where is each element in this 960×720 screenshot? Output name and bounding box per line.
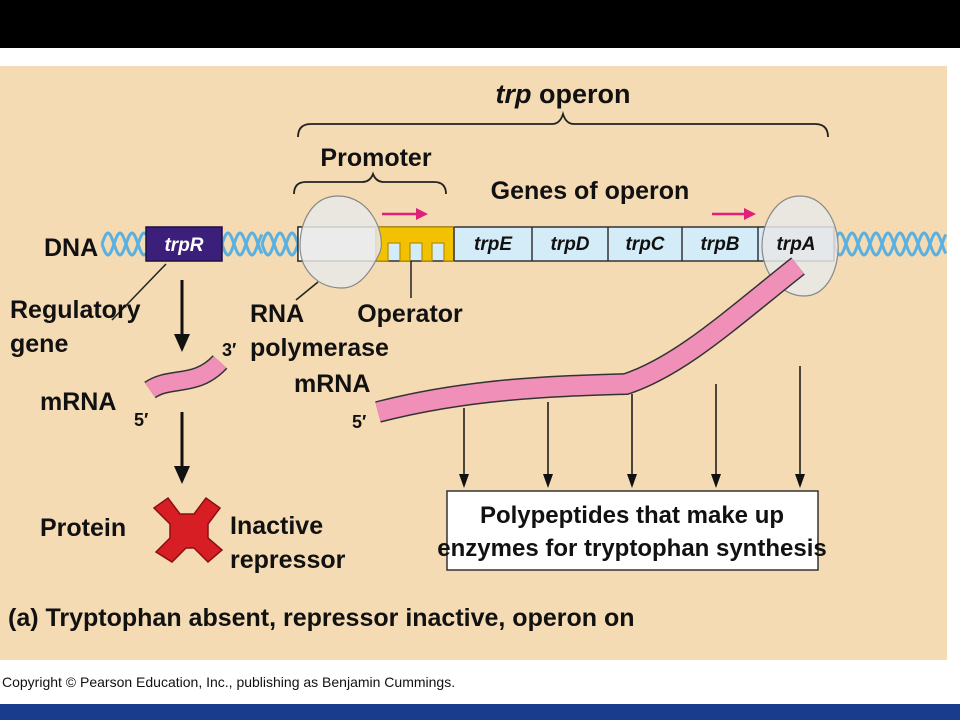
dna-strand	[260, 231, 300, 257]
mrna-label-left: mRNA	[40, 388, 116, 416]
repressor-mrna	[145, 355, 227, 398]
regulatory-pointer	[111, 263, 167, 321]
translation-arrow-4	[711, 384, 721, 488]
translation-arrow-1	[459, 408, 469, 488]
rna-polymerase-label-2: polymerase	[250, 334, 389, 362]
translation-arrow-5	[795, 366, 805, 488]
arrow-mrna-to-protein	[174, 412, 190, 484]
regulatory-label-2: gene	[10, 330, 68, 358]
operator-region	[375, 226, 455, 262]
translation-arrow-3	[627, 394, 637, 488]
gene-trpE: trpE	[474, 234, 513, 255]
five-prime-left: 5′	[134, 410, 148, 430]
dna-helix	[100, 231, 948, 257]
figure-caption: (a) Tryptophan absent, repressor inactiv…	[8, 604, 635, 632]
trpR-gene-box	[145, 226, 223, 262]
dna-label: DNA	[44, 234, 98, 262]
dna-strand	[220, 231, 264, 257]
rna-polymerase-left	[299, 195, 382, 289]
promoter-brace	[293, 171, 447, 195]
trp-operon-label: trp operon	[496, 79, 631, 109]
protein-label: Protein	[40, 514, 126, 542]
rna-polymerase-label-1: RNA	[250, 300, 304, 328]
five-prime-right: 5′	[352, 412, 366, 432]
arrow-gene-to-mrna	[174, 280, 190, 352]
bottom-strip	[0, 704, 960, 720]
gene-trpB: trpB	[700, 234, 739, 255]
dna-strand	[832, 231, 948, 257]
polymerase-pointer	[295, 281, 319, 301]
trpR-label: trpR	[164, 235, 203, 256]
mrna-strand	[375, 258, 804, 422]
top-band	[0, 0, 960, 48]
genes-of-operon-label: Genes of operon	[491, 177, 690, 205]
operator-label: Operator	[357, 300, 463, 328]
three-prime-left: 3′	[222, 340, 236, 360]
trp-operon-brace	[297, 110, 829, 138]
mrna-label-right: mRNA	[294, 370, 370, 398]
translation-arrow-2	[543, 402, 553, 488]
dna-strand	[100, 231, 148, 257]
regulatory-label-1: Regulatory	[10, 296, 141, 324]
translation-arrows	[459, 366, 805, 488]
inactive-repressor-shape	[152, 496, 224, 564]
transcription-arrow-trpB	[712, 208, 756, 220]
polypeptides-line-2: enzymes for tryptophan synthesis	[437, 535, 826, 562]
inactive-label-1: Inactive	[230, 512, 323, 540]
gene-trpC: trpC	[625, 234, 664, 255]
inactive-label-2: repressor	[230, 546, 346, 574]
dna-strand	[220, 231, 264, 257]
diagram-background	[0, 66, 947, 660]
copyright-notice: Copyright © Pearson Education, Inc., pub…	[2, 674, 456, 690]
polypeptides-box	[446, 490, 819, 571]
dna-strand	[260, 231, 300, 257]
transcription-arrow-promoter	[382, 208, 428, 220]
gene-trpA-overlay: trpA	[776, 234, 815, 255]
promoter-label: Promoter	[320, 144, 431, 172]
dna-strand	[832, 231, 948, 257]
gene-trpD: trpD	[550, 234, 589, 255]
polypeptides-line-1: Polypeptides that make up	[480, 502, 784, 529]
